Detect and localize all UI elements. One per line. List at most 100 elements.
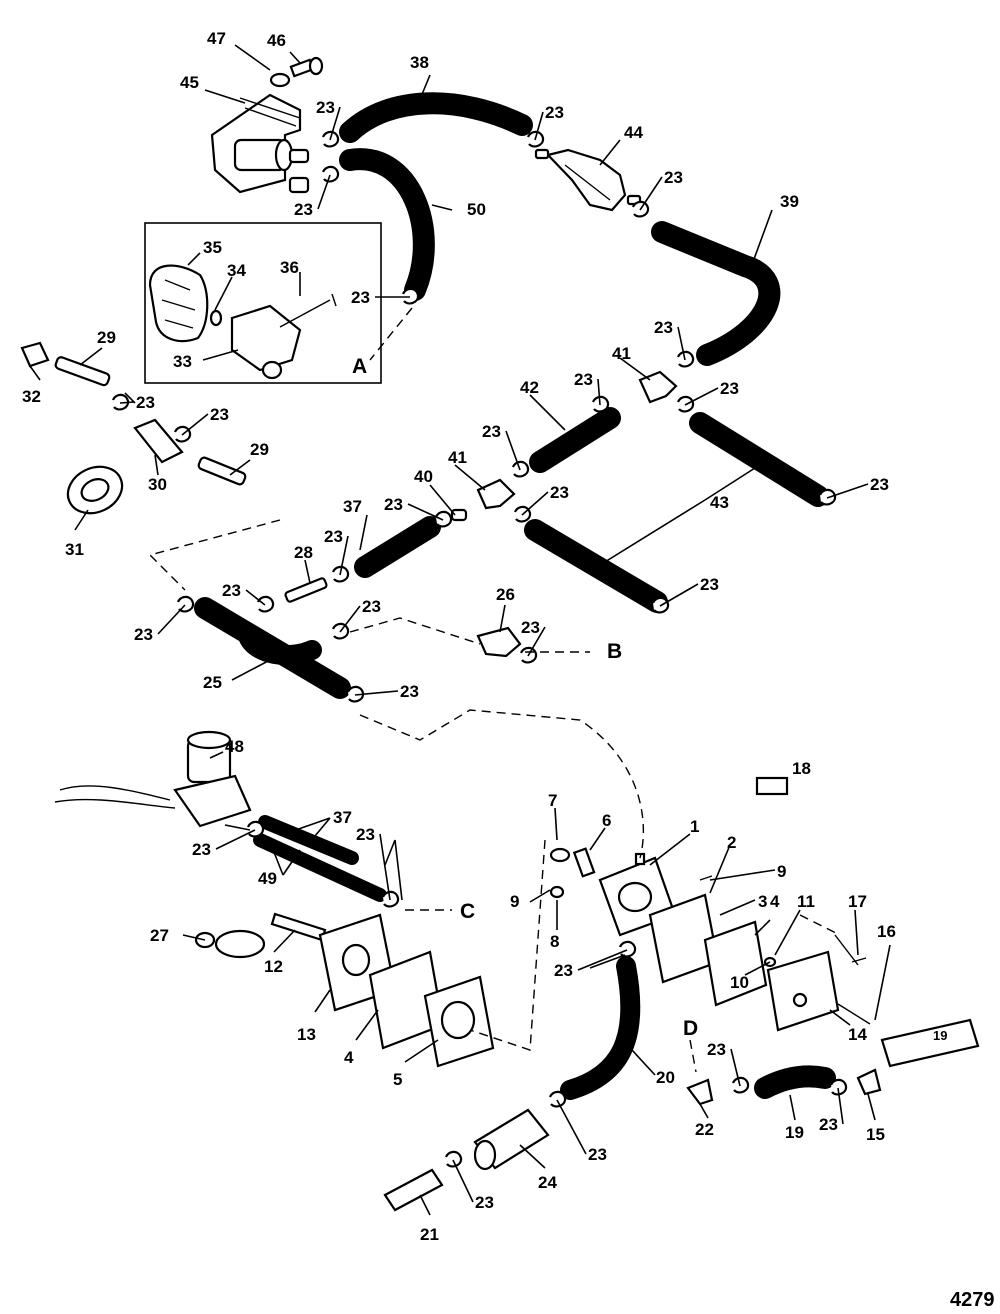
hose-clamp-23: 23 — [651, 575, 719, 614]
part-36-screw — [279, 293, 337, 328]
hose-clamp-23: 23 — [316, 98, 341, 148]
callout-23: 23 — [720, 379, 739, 398]
part-18-decal — [755, 776, 789, 796]
callout-23: 23 — [316, 98, 335, 117]
hose-clamp-23: 23 — [654, 318, 695, 368]
callout-37b: 37 — [333, 808, 352, 827]
part-34-o-ring — [209, 309, 223, 327]
hose-clamp-23: 23 — [111, 393, 155, 412]
part-40-fitting — [450, 508, 468, 522]
leader-lines — [29, 44, 891, 1216]
part-15-elbow — [856, 1068, 882, 1096]
callout-8: 8 — [550, 932, 559, 951]
callout-25: 25 — [203, 673, 222, 692]
callout-2: 2 — [727, 833, 736, 852]
callout-23: 23 — [654, 318, 673, 337]
callout-29b: 29 — [250, 440, 269, 459]
callout-47: 47 — [207, 29, 226, 48]
callout-13: 13 — [297, 1025, 316, 1044]
callout-27: 27 — [150, 926, 169, 945]
callout-42: 42 — [520, 378, 539, 397]
letter-b: B — [607, 640, 622, 663]
part-46-47-screw-washer — [269, 56, 324, 88]
callout-23: 23 — [136, 393, 155, 412]
callout-23: 23 — [192, 840, 211, 859]
callout-17: 17 — [848, 892, 867, 911]
hose-clamp-23: 23 — [818, 475, 889, 506]
part-17-screw — [834, 934, 867, 966]
hose-clamp-23: 23 — [222, 581, 275, 613]
part-29-upper-fitting — [54, 356, 111, 387]
callout-32: 32 — [22, 387, 41, 406]
part-4-right-gasket — [703, 920, 768, 1007]
hose-clamp-23: 23 — [384, 495, 453, 528]
callout-23: 23 — [819, 1115, 838, 1134]
callout-49: 49 — [258, 869, 277, 888]
part-16-screw — [837, 1003, 871, 1025]
hose-clamp-23: 23 — [134, 595, 195, 644]
callout-45: 45 — [180, 73, 199, 92]
hose-clamp-23: 23 — [351, 287, 420, 307]
drawing-number: 4279 — [950, 1289, 995, 1311]
letter-a: A — [352, 355, 367, 378]
callout-7: 7 — [548, 791, 557, 810]
callout-23: 23 — [222, 581, 241, 600]
part-7-6-washer-screw — [549, 847, 596, 878]
hose-clamp-23: 23 — [192, 820, 265, 859]
hose-clamp-23: 23 — [707, 1040, 750, 1094]
part-32-sleeve — [20, 341, 50, 368]
callout-18: 18 — [792, 759, 811, 778]
callout-39: 39 — [780, 192, 799, 211]
callout-44: 44 — [624, 123, 643, 142]
callout-37a: 37 — [343, 497, 362, 516]
callout-23: 23 — [351, 288, 370, 307]
callout-23: 23 — [482, 422, 501, 441]
hose-clamp-23: 23 — [554, 940, 637, 980]
callout-35: 35 — [203, 238, 222, 257]
hose-clamp-23: 23 — [346, 682, 419, 703]
callout-23: 23 — [700, 575, 719, 594]
callout-23: 23 — [664, 168, 683, 187]
part-48-electric-fuel-pump — [54, 730, 252, 828]
callout-4b: 4 — [770, 892, 780, 911]
callout-40: 40 — [414, 467, 433, 486]
callout-1: 1 — [690, 817, 699, 836]
part-28-fitting — [284, 577, 328, 603]
callout-23: 23 — [550, 483, 569, 502]
section-letters: A B C D — [352, 355, 698, 1040]
callout-labels: 47 46 45 38 44 39 50 35 34 36 33 29 32 3… — [22, 29, 896, 1244]
callout-9a: 9 — [510, 892, 519, 911]
part-19-sealant-tube: 19 — [880, 1018, 980, 1068]
callout-38: 38 — [410, 53, 429, 72]
callout-31: 31 — [65, 540, 84, 559]
callout-30: 30 — [148, 475, 167, 494]
callout-23: 23 — [870, 475, 889, 494]
hose-clamp-23: 23 — [676, 379, 739, 413]
callout-23: 23 — [400, 682, 419, 701]
part-45-fuel-enrichment-valve — [210, 93, 310, 194]
callout-23: 23 — [362, 597, 381, 616]
callout-23: 23 — [574, 370, 593, 389]
hose-clamp-23: 23 — [631, 168, 683, 218]
part-24-fuel-filter — [473, 1108, 550, 1171]
hose-clamp-23: 23 — [294, 165, 340, 219]
callout-23: 23 — [707, 1040, 726, 1059]
callout-12: 12 — [264, 957, 283, 976]
callout-21: 21 — [420, 1225, 439, 1244]
callout-33: 33 — [173, 352, 192, 371]
part-41-lower-tee — [476, 478, 516, 510]
callout-23: 23 — [324, 527, 343, 546]
callout-29a: 29 — [97, 328, 116, 347]
callout-34: 34 — [227, 261, 246, 280]
part-21-sleeve — [383, 1168, 444, 1212]
part-29-lower-fitting — [197, 456, 247, 486]
hose-clamps: 2323232323232323232323232323232323232323… — [111, 98, 889, 1212]
callout-48: 48 — [225, 737, 244, 756]
hose-clamp-23: 23 — [526, 103, 564, 148]
callout-10: 10 — [730, 973, 749, 992]
part-12-plate — [270, 912, 327, 942]
callout-50: 50 — [467, 200, 486, 219]
part-8-washer — [549, 885, 565, 899]
part-44-fuel-filter — [534, 148, 642, 212]
hose-clamp-23: 23 — [356, 825, 400, 908]
